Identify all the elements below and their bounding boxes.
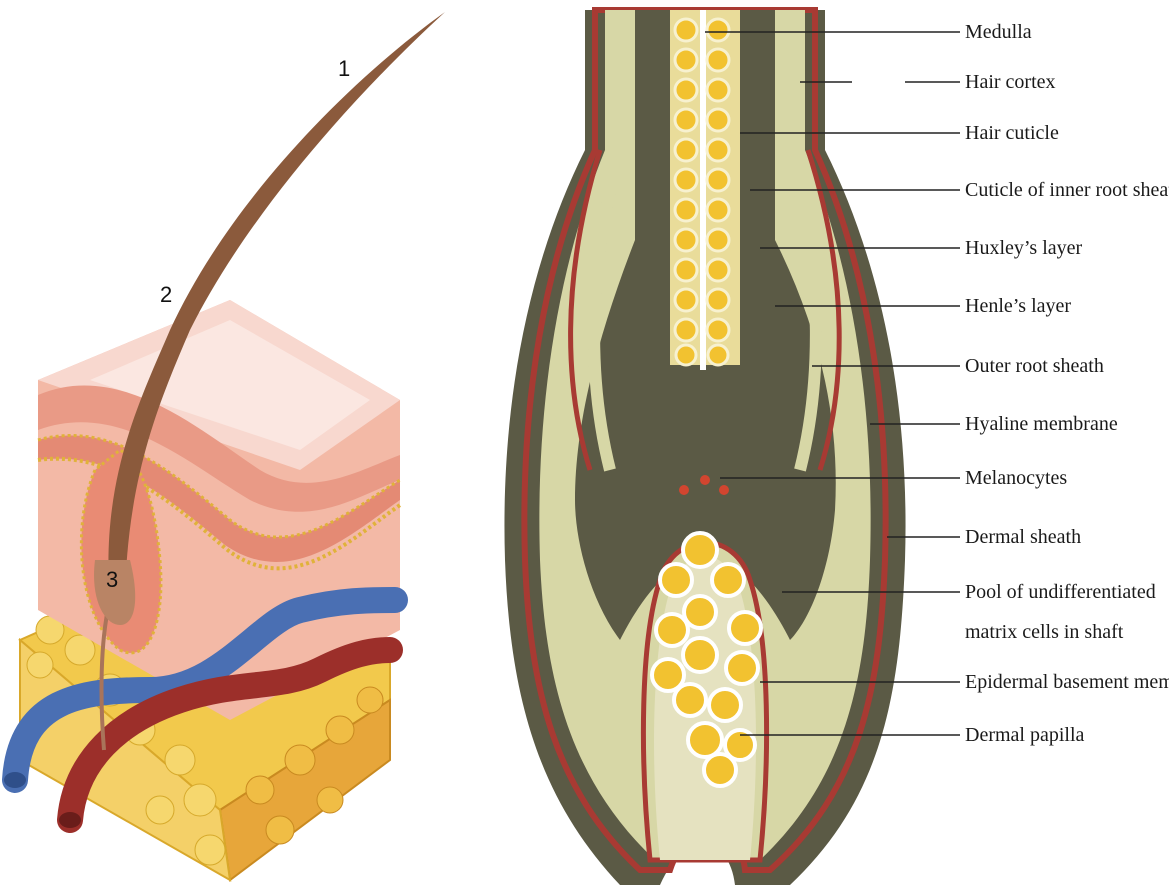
callout-outer-root-sheath: Outer root sheath: [965, 355, 1104, 377]
medulla-cells: [670, 10, 740, 370]
callout-cuticle-inner-root-sheath: Cuticle of inner root sheath: [965, 179, 1169, 201]
number-label-3: 3: [106, 567, 118, 592]
skin-block-illustration: 1 2 3: [4, 12, 445, 880]
number-label-1: 1: [338, 56, 350, 81]
callout-pool-matrix-cells-line1: Pool of undifferentiated: [965, 581, 1156, 603]
callout-huxleys-layer: Huxley’s layer: [965, 237, 1083, 259]
callout-hair-cortex: Hair cortex: [965, 71, 1056, 93]
number-label-2: 2: [160, 282, 172, 307]
callout-hair-cuticle: Hair cuticle: [965, 122, 1059, 144]
callout-hyaline-membrane: Hyaline membrane: [965, 413, 1118, 435]
callout-pool-matrix-cells-line2: matrix cells in shaft: [965, 621, 1124, 643]
hair-bulb-cross-section: [504, 10, 905, 885]
callout-epidermal-basement-membrane: Epidermal basement membrane: [965, 671, 1169, 693]
callout-medulla: Medulla: [965, 21, 1032, 43]
callout-labels: Medulla Hair cortex Hair cuticle Cuticle…: [965, 21, 1169, 746]
callout-melanocytes: Melanocytes: [965, 467, 1067, 489]
callout-dermal-papilla: Dermal papilla: [965, 724, 1085, 746]
callout-dermal-sheath: Dermal sheath: [965, 526, 1081, 548]
callout-henles-layer: Henle’s layer: [965, 295, 1071, 317]
